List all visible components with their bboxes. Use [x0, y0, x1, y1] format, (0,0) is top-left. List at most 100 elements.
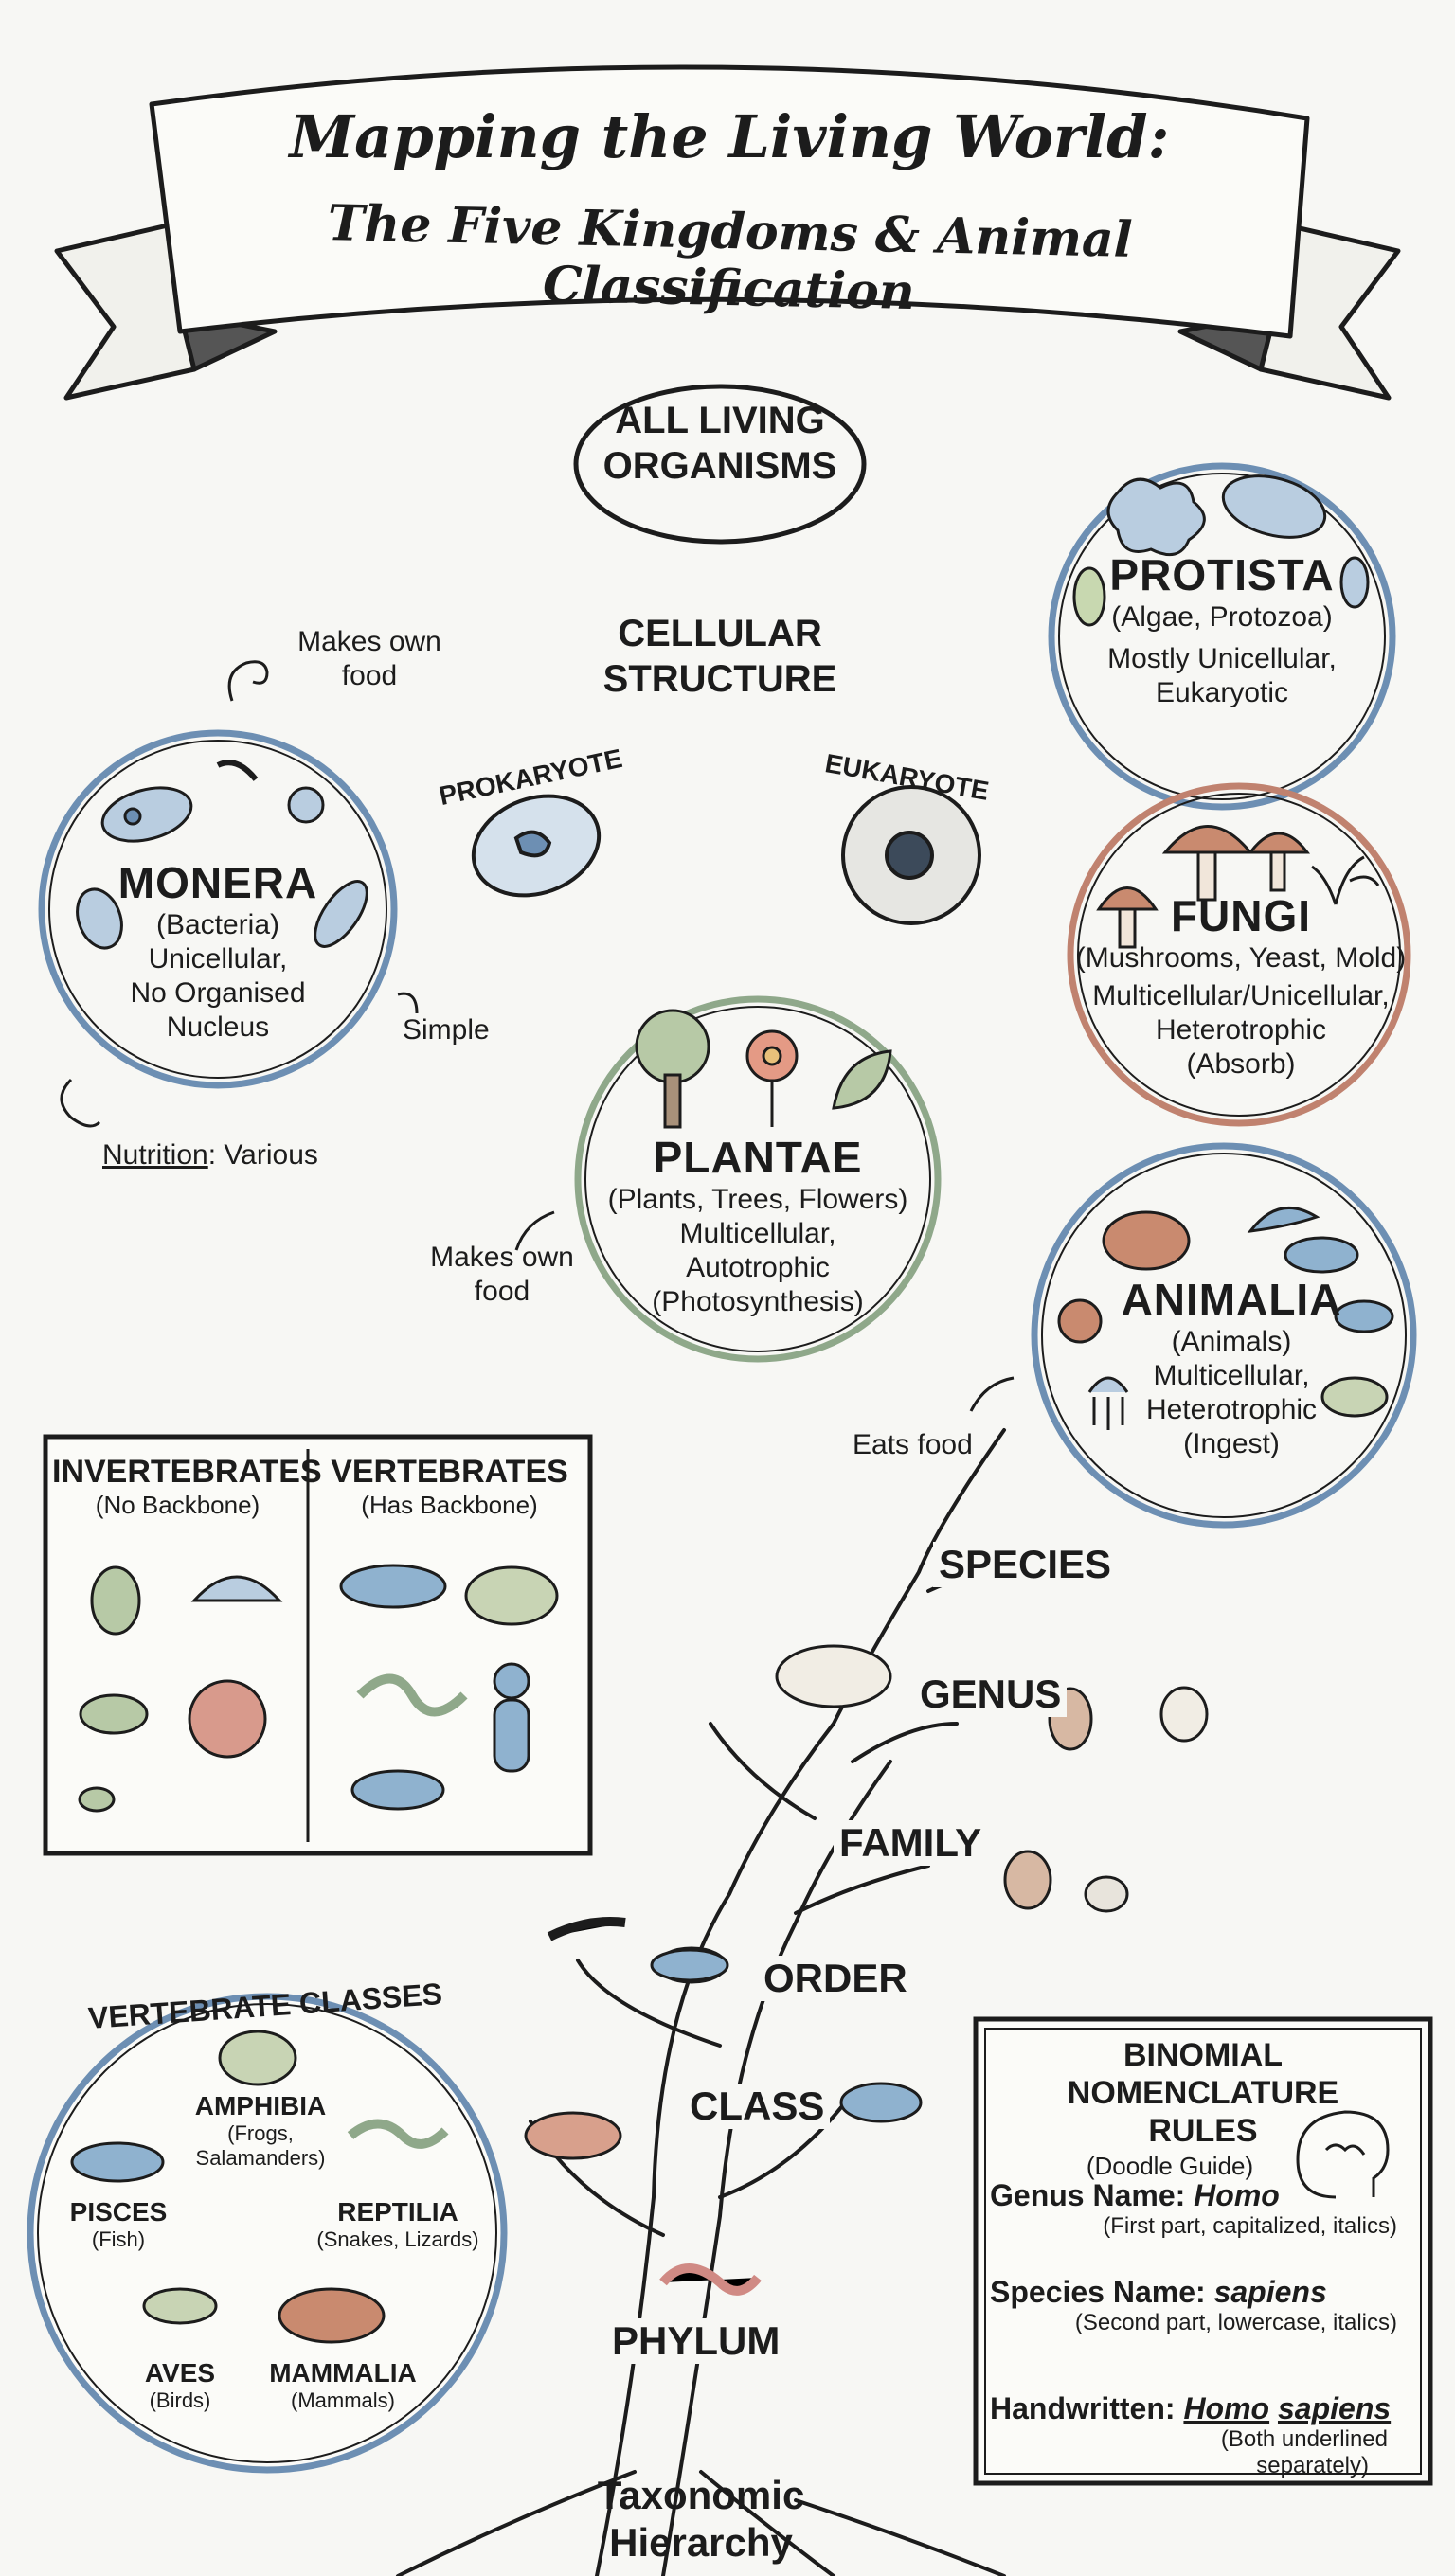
note-makes-own-food-1: Makes own food [275, 625, 464, 693]
binomial-hand-note-2: separately) [1256, 2453, 1369, 2478]
animalia-circle-ink [1041, 1153, 1407, 1518]
monera-desc-3: Nucleus [166, 1011, 270, 1043]
vertebrates-header: VERTEBRATES (Has Backbone) [314, 1454, 584, 1520]
animalia-desc-2: Heterotrophic [1145, 1394, 1318, 1425]
tax-level-family: FAMILY [834, 1820, 988, 1866]
animalia-circle [1031, 1142, 1417, 1529]
class-mammalia: MAMMALIA (Mammals) [258, 2358, 428, 2413]
taxonomic-hierarchy-label: Taxonomic Hierarchy [559, 2472, 843, 2567]
animalia-desc-1: Multicellular, [1153, 1360, 1310, 1391]
protista-desc-1: Mostly Unicellular, [1107, 643, 1337, 674]
title-banner [54, 64, 1401, 401]
binomial-title-2: RULES [1148, 2113, 1258, 2149]
note-makes-own-food-1-line-2: food [341, 660, 398, 691]
protista-node: PROTISTA (Algae, Protozoa) Mostly Unicel… [1061, 549, 1383, 710]
note-makes-own-food-2-line-1: Makes own [430, 1242, 574, 1273]
tax-level-species: SPECIES [933, 1542, 1118, 1587]
fungi-desc-1: Multicellular/Unicellular, [1092, 980, 1390, 1011]
monera-circle-ink [48, 740, 387, 1079]
plantae-sub: (Plants, Trees, Flowers) [607, 1184, 908, 1215]
animalia-sub: (Animals) [1171, 1326, 1292, 1357]
class-aves-name: AVES [144, 2358, 216, 2388]
class-reptilia: REPTILIA (Snakes, Lizards) [303, 2197, 493, 2252]
binomial-hand-note-1: (Both underlined [1220, 2426, 1388, 2452]
class-mammalia-name: MAMMALIA [269, 2358, 417, 2388]
invertebrates-header: INVERTEBRATES (No Backbone) [52, 1454, 322, 1520]
binomial-box-inner [984, 2028, 1422, 2475]
class-pisces: PISCES (Fish) [52, 2197, 185, 2252]
backbone-doodles [78, 1564, 559, 1813]
binomial-genus-note: (First part, capitalized, italics) [1103, 2213, 1397, 2239]
fungi-desc-2: Heterotrophic [1155, 1014, 1327, 1046]
note-makes-own-food-1-line-1: Makes own [297, 626, 441, 657]
monera-desc-1: Unicellular, [148, 943, 288, 975]
class-aves-sub: (Birds) [149, 2388, 211, 2412]
monera-circle [38, 729, 398, 1089]
class-amphibia-sub-2: Salamanders) [195, 2146, 326, 2170]
binomial-genus-label: Genus Name: [990, 2178, 1195, 2212]
binomial-species-label: Species Name: [990, 2275, 1214, 2309]
monera-name: MONERA [117, 858, 318, 907]
tree-doodles [524, 1644, 1209, 2296]
class-pisces-name: PISCES [69, 2197, 168, 2227]
class-doodles [70, 2030, 449, 2344]
title-line-1: Mapping the Living World: [289, 102, 1170, 171]
plantae-circle [574, 995, 942, 1363]
cellular-line-2: STRUCTURE [602, 658, 837, 700]
binomial-species-note: (Second part, lowercase, italics) [1074, 2310, 1397, 2335]
invertebrates-title: INVERTEBRATES [52, 1454, 322, 1490]
class-pisces-sub: (Fish) [91, 2227, 146, 2251]
binomial-handwritten-rule: Handwritten: Homo sapiens (Both underlin… [990, 2391, 1407, 2479]
class-amphibia-sub-1: (Frogs, [227, 2121, 294, 2145]
animalia-desc-3: (Ingest) [1183, 1428, 1280, 1459]
note-eats-food: Eats food [853, 1429, 973, 1460]
invertebrates-sub: (No Backbone) [95, 1491, 260, 1519]
fungi-circle-ink [1077, 793, 1401, 1117]
doodle-swirls [60, 660, 1015, 1412]
root-node: ALL LIVING ORGANISMS [587, 398, 853, 489]
root-line-1: ALL LIVING [615, 400, 825, 441]
animal-doodles [1057, 1206, 1394, 1430]
fungi-desc-3: (Absorb) [1186, 1048, 1296, 1080]
fungi-node: FUNGI (Mushrooms, Yeast, Mold) Multicell… [1070, 890, 1411, 1082]
class-reptilia-sub: (Snakes, Lizards) [316, 2227, 479, 2251]
bacteria-doodles [76, 760, 368, 950]
binomial-heading: BINOMIAL NOMENCLATURE RULES (Doodle Guid… [990, 2036, 1416, 2182]
note-makes-own-food-2: Makes own food [417, 1241, 587, 1309]
class-mammalia-sub: (Mammals) [291, 2388, 395, 2412]
monera-sub: (Bacteria) [155, 909, 280, 940]
plant-doodles [635, 1009, 892, 1129]
fungi-circle [1067, 782, 1411, 1127]
binomial-genus-value: Homo [1194, 2178, 1280, 2212]
class-aves: AVES (Birds) [118, 2358, 242, 2413]
note-nutrition-label: Nutrition [102, 1139, 208, 1171]
fungi-sub: (Mushrooms, Yeast, Mold) [1075, 942, 1407, 974]
protista-sub: (Algae, Protozoa) [1111, 601, 1333, 633]
binomial-species-rule: Species Name: sapiens (Second part, lowe… [990, 2275, 1407, 2336]
plantae-circle-ink [584, 1006, 931, 1352]
binomial-box [973, 2016, 1433, 2486]
vertebrates-sub: (Has Backbone) [361, 1491, 538, 1519]
binomial-hand-genus: Homo [1183, 2391, 1270, 2425]
root-line-2: ORGANISMS [602, 445, 837, 487]
protista-circle [1048, 462, 1396, 811]
protista-name: PROTISTA [1109, 550, 1335, 599]
class-reptilia-name: REPTILIA [337, 2197, 458, 2227]
taxonomic-hierarchy-line-1: Taxonomic [597, 2473, 805, 2517]
note-makes-own-food-2-line-2: food [474, 1276, 530, 1307]
protista-circle-ink [1058, 473, 1386, 800]
plantae-node: PLANTAE (Plants, Trees, Flowers) Multice… [597, 1132, 919, 1319]
binomial-subtitle: (Doodle Guide) [1086, 2152, 1254, 2180]
taxonomic-hierarchy-line-2: Hierarchy [609, 2520, 793, 2565]
monera-node: MONERA (Bacteria) Unicellular, No Organi… [57, 857, 379, 1045]
mushroom-doodles [1096, 825, 1380, 949]
note-nutrition: Nutrition: Various [102, 1138, 318, 1172]
tax-level-genus: GENUS [914, 1672, 1068, 1717]
cell-doodles [471, 785, 981, 925]
animalia-node: ANIMALIA (Animals) Multicellular, Hetero… [1070, 1274, 1392, 1461]
root-oval [573, 384, 867, 545]
head-brain-doodle [1296, 2110, 1390, 2199]
vertebrate-classes-circle [27, 1993, 508, 2474]
protozoa-doodles [1072, 474, 1370, 627]
binomial-genus-rule: Genus Name: Homo (First part, capitalize… [990, 2178, 1407, 2240]
